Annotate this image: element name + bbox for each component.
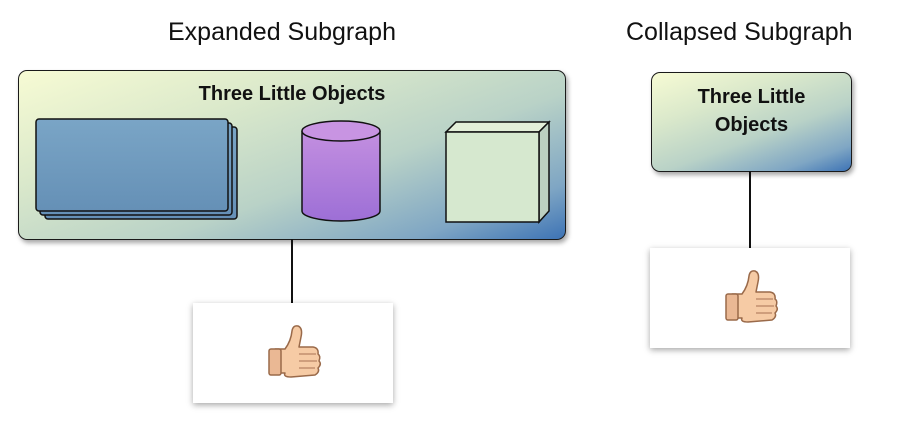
stacked-rectangles-icon[interactable]	[35, 118, 241, 223]
expanded-result-card[interactable]	[193, 303, 393, 403]
expanded-group-title: Three Little Objects	[198, 83, 386, 105]
collapsed-group-node[interactable]: Three Little Objects	[651, 72, 852, 172]
collapsed-group-title-line1: Three Little	[697, 86, 806, 108]
expanded-group-node[interactable]: Three Little Objects	[18, 70, 566, 240]
expanded-subgraph-heading: Expanded Subgraph	[168, 18, 396, 46]
collapsed-group-title: Three Little Objects	[652, 83, 851, 139]
collapsed-group-title-line2: Objects	[714, 114, 789, 136]
collapsed-connector-line	[749, 171, 751, 248]
collapsed-subgraph-heading: Collapsed Subgraph	[626, 18, 853, 46]
expanded-connector-line	[291, 239, 293, 303]
cube-icon[interactable]	[444, 120, 551, 225]
collapsed-result-card[interactable]	[650, 248, 850, 348]
thumbs-up-icon	[268, 325, 322, 378]
thumbs-up-icon	[725, 270, 779, 323]
cylinder-icon[interactable]	[301, 120, 383, 222]
